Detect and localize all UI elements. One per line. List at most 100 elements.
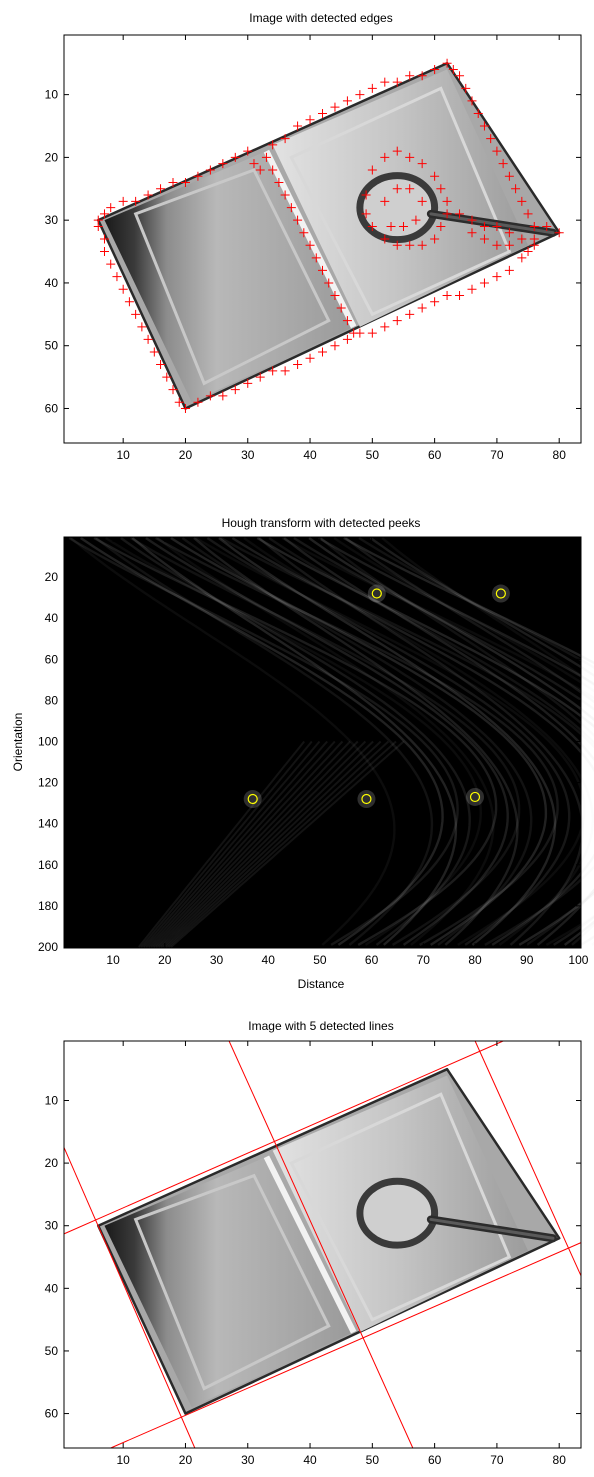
edge-marker xyxy=(430,65,440,75)
peak-glow xyxy=(357,790,376,809)
edge-marker xyxy=(367,83,377,93)
edge-marker xyxy=(336,303,346,313)
edge-marker xyxy=(318,347,327,357)
edge-marker xyxy=(504,240,514,250)
edge-marker xyxy=(149,347,159,357)
y-tick-label: 30 xyxy=(45,213,59,227)
x-tick-label: 20 xyxy=(179,448,193,462)
edge-marker xyxy=(268,366,278,376)
edge-marker xyxy=(349,328,359,338)
edge-marker xyxy=(205,391,215,401)
peak-glow xyxy=(367,584,386,603)
x-tick-label: 50 xyxy=(366,448,380,462)
edge-marker xyxy=(455,209,465,219)
y-tick-label: 50 xyxy=(45,1344,59,1358)
y-tick-label: 60 xyxy=(45,1407,59,1421)
edge-marker xyxy=(342,334,352,344)
edge-marker xyxy=(118,284,128,294)
hough-curve xyxy=(256,536,594,946)
y-tick-label: 100 xyxy=(38,734,58,748)
edge-marker xyxy=(367,165,377,175)
edge-marker xyxy=(305,353,315,363)
edge-marker xyxy=(511,184,521,194)
edge-marker xyxy=(293,360,303,370)
edge-marker xyxy=(517,196,527,206)
edge-marker xyxy=(554,228,564,238)
edge-marker xyxy=(392,240,402,250)
edge-marker xyxy=(455,71,465,81)
hough-curve xyxy=(319,537,594,946)
hough-curve xyxy=(268,536,594,946)
peak-marker xyxy=(247,793,258,805)
edge-marker xyxy=(361,190,371,200)
y-tick-label: 120 xyxy=(38,776,58,790)
edge-marker xyxy=(311,253,321,263)
detected-line xyxy=(228,1040,414,1449)
detected-line xyxy=(63,1040,504,1235)
peak-glow xyxy=(491,584,510,603)
axes-frame xyxy=(63,1040,582,1449)
edge-marker xyxy=(143,190,153,200)
edge-marker xyxy=(542,221,552,231)
edge-marker xyxy=(143,334,153,344)
edge-marker xyxy=(255,165,265,175)
edge-marker xyxy=(417,196,427,206)
edge-marker xyxy=(486,134,496,144)
hough-curve xyxy=(333,537,594,946)
y-tick-label: 160 xyxy=(38,858,58,872)
edge-marker xyxy=(342,96,352,106)
y-tick-label: 60 xyxy=(45,652,59,666)
edge-marker xyxy=(380,152,390,162)
hough-curve xyxy=(193,537,519,946)
edge-marker xyxy=(162,372,172,382)
edge-marker xyxy=(218,391,228,401)
detected-line xyxy=(110,1242,582,1449)
edge-marker xyxy=(99,234,109,244)
image-area xyxy=(64,35,581,443)
peak-glow xyxy=(243,790,262,809)
edge-marker xyxy=(124,297,134,307)
edge-marker xyxy=(380,234,390,244)
peak-marker xyxy=(371,588,382,599)
edge-marker xyxy=(504,171,514,181)
hough-curve xyxy=(142,740,321,948)
edge-marker xyxy=(529,221,539,231)
edge-marker xyxy=(448,65,458,75)
y-tick-label: 40 xyxy=(45,276,59,290)
y-tick-label: 60 xyxy=(45,401,59,415)
hough-curve xyxy=(206,537,571,946)
peak-markers xyxy=(243,584,510,809)
hough-curve xyxy=(145,740,328,948)
edge-marker xyxy=(324,278,334,288)
hough-curve xyxy=(369,537,594,677)
x-tick-label: 70 xyxy=(417,953,431,967)
edge-marker xyxy=(342,316,352,326)
x-tick-label: 30 xyxy=(210,953,224,967)
edge-marker xyxy=(479,278,489,288)
y-tick-label: 50 xyxy=(45,339,59,353)
hough-curve xyxy=(343,536,594,665)
edge-marker xyxy=(99,209,109,219)
x-tick-label: 100 xyxy=(568,953,588,967)
x-tick-label: 60 xyxy=(365,953,379,967)
hough-curve xyxy=(167,740,397,948)
x-tick-label: 10 xyxy=(106,953,120,967)
x-tick-label: 30 xyxy=(241,448,255,462)
hough-curve xyxy=(381,537,594,687)
edge-marker xyxy=(430,234,440,244)
hough-curve xyxy=(165,740,390,948)
edge-marker xyxy=(467,284,477,294)
hough-curve xyxy=(155,536,559,946)
hough-curve xyxy=(80,536,444,946)
edge-marker xyxy=(274,178,284,188)
x-tick-label: 40 xyxy=(262,953,276,967)
hough-curve xyxy=(95,537,434,946)
hough-curve xyxy=(152,740,351,948)
y-tick-label: 80 xyxy=(45,693,59,707)
edge-marker xyxy=(261,152,271,162)
edge-marker xyxy=(131,309,141,319)
y-tick-label: 10 xyxy=(45,88,59,102)
y-axis-label: Orientation xyxy=(11,713,25,772)
x-tick-label: 30 xyxy=(241,1453,255,1467)
